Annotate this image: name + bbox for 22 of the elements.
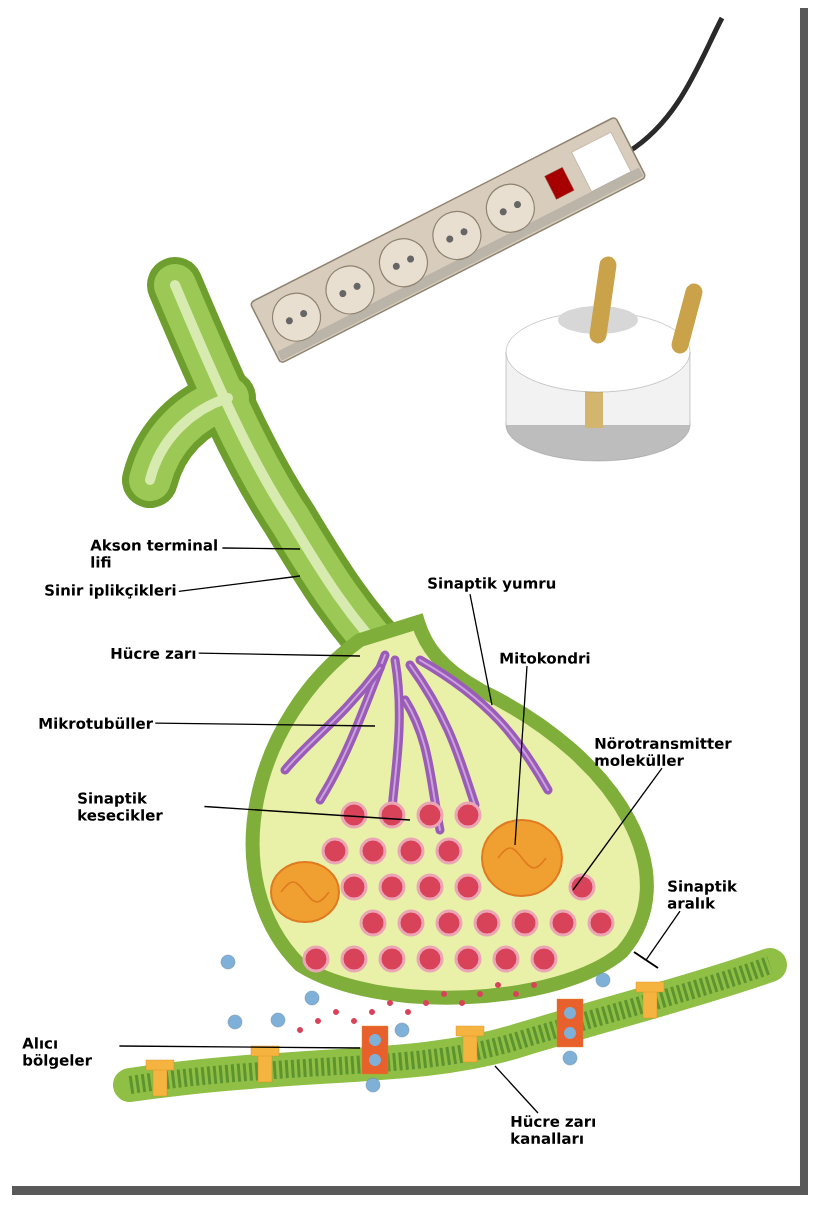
callout-label: Mitokondri — [500, 652, 590, 664]
callout-label: Hücre zarı kanalları — [511, 1115, 595, 1145]
leader-line — [469, 593, 493, 706]
callout-label: Akson terminal lifi — [90, 539, 217, 568]
leader-line — [494, 1065, 539, 1114]
callout-label: Sinaptik aralık — [667, 880, 738, 909]
callout-label: Hücre zarı — [111, 647, 196, 660]
leader-line — [178, 575, 301, 593]
callout-label: Alıcı bölgeler — [22, 1037, 92, 1069]
leader-line — [203, 805, 411, 821]
leader-line — [221, 547, 301, 550]
leader-line — [645, 910, 681, 961]
callout-label: Sinaptik kesecikler — [78, 792, 163, 821]
leader-line — [514, 665, 528, 846]
callout-label: Sinaptik yumru — [428, 577, 556, 592]
leader-line — [572, 767, 663, 891]
callout-label: Nörotransmitter moleküller — [595, 737, 732, 767]
leader-line — [118, 1045, 361, 1049]
leader-line — [154, 722, 376, 727]
leader-line — [198, 652, 361, 657]
callout-label: Mikrotubüller — [39, 717, 154, 730]
callout-label: Sinir iplikçikleri — [45, 584, 176, 599]
